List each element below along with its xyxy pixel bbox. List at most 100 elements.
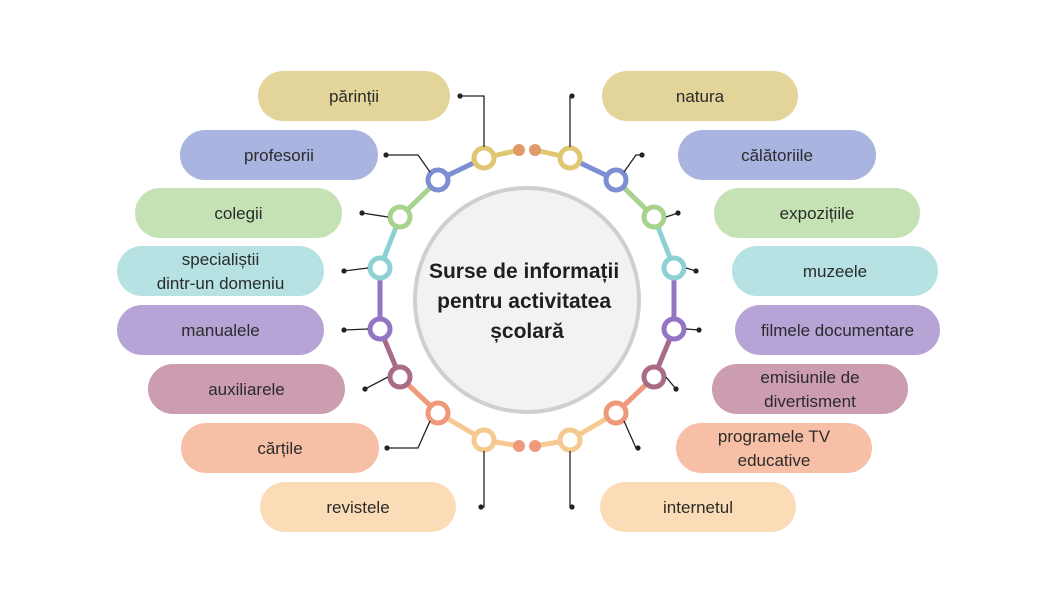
connector-dot bbox=[359, 210, 365, 216]
center-hub: Surse de informații pentru activitatea ș… bbox=[413, 186, 641, 414]
pill-label: expozițiile bbox=[780, 204, 855, 223]
connector-dot bbox=[635, 445, 641, 451]
pill-auxiliarele: auxiliarele bbox=[148, 364, 345, 414]
pill-label: călătoriile bbox=[741, 146, 813, 165]
pill-label-line: expozițiile bbox=[780, 204, 855, 223]
connector-revistele bbox=[481, 451, 485, 508]
pill-label-line: părinții bbox=[329, 87, 379, 106]
ring bbox=[367, 144, 687, 453]
pill-emisiunile: emisiunile de divertisment bbox=[712, 364, 908, 414]
pill-label: filmele documentare bbox=[761, 321, 914, 340]
ring-node bbox=[641, 204, 667, 230]
pill-label-line: auxiliarele bbox=[208, 380, 285, 399]
pill-label-line: internetul bbox=[663, 498, 733, 517]
pill-label-line: profesorii bbox=[244, 146, 314, 165]
connector-dot bbox=[457, 93, 463, 99]
pill-label-line: filmele documentare bbox=[761, 321, 914, 340]
ring-dot bbox=[513, 440, 525, 452]
pill-label-line: revistele bbox=[326, 498, 389, 517]
connector-dot bbox=[569, 504, 575, 510]
connector-calatoriile bbox=[623, 154, 642, 173]
pill-background bbox=[735, 305, 940, 355]
connectors bbox=[341, 93, 702, 510]
center-title: Surse de informații pentru activitatea ș… bbox=[429, 260, 625, 343]
connector-parintii bbox=[460, 95, 485, 147]
connector-internetul bbox=[569, 451, 572, 508]
pill-background bbox=[148, 364, 345, 414]
connector-dot bbox=[383, 152, 389, 158]
pill-manualele: manualele bbox=[117, 305, 324, 355]
ring-node bbox=[603, 400, 629, 426]
ring-node bbox=[641, 364, 667, 390]
pill-background bbox=[117, 246, 324, 296]
pill-label: manualele bbox=[181, 321, 259, 340]
connector-specialistii bbox=[343, 267, 369, 272]
ring-node bbox=[387, 364, 413, 390]
connector-dot bbox=[639, 152, 645, 158]
pill-label-line: educative bbox=[738, 451, 811, 470]
pill-filmele: filmele documentare bbox=[735, 305, 940, 355]
pill-parintii: părinții bbox=[258, 71, 450, 121]
pill-label: muzeele bbox=[803, 262, 867, 281]
pill-background bbox=[600, 482, 796, 532]
pill-label: colegii bbox=[214, 204, 262, 223]
ring-node bbox=[387, 204, 413, 230]
ring-dot bbox=[529, 144, 541, 156]
pill-expozitiile: expozițiile bbox=[714, 188, 920, 238]
pill-background bbox=[260, 482, 456, 532]
pill-background bbox=[180, 130, 378, 180]
pill-label: revistele bbox=[326, 498, 389, 517]
pill-muzeele: muzeele bbox=[732, 246, 938, 296]
ring-node bbox=[557, 427, 583, 453]
connector-dot bbox=[569, 93, 575, 99]
pill-internetul: internetul bbox=[600, 482, 796, 532]
pill-label: profesorii bbox=[244, 146, 314, 165]
ring-node bbox=[603, 167, 629, 193]
connector-dot bbox=[693, 268, 699, 274]
pill-natura: natura bbox=[602, 71, 798, 121]
pill-background bbox=[678, 130, 876, 180]
pill-profesorii: profesorii bbox=[180, 130, 378, 180]
pill-calatoriile: călătoriile bbox=[678, 130, 876, 180]
connector-dot bbox=[478, 504, 484, 510]
pill-cartile: cărțile bbox=[181, 423, 379, 473]
pill-background bbox=[117, 305, 324, 355]
pill-colegii: colegii bbox=[135, 188, 342, 238]
pill-background bbox=[676, 423, 872, 473]
ring-node bbox=[367, 316, 393, 342]
connector-natura bbox=[569, 95, 572, 147]
center-title-line-2: pentru activitatea bbox=[437, 290, 611, 313]
connector-programele bbox=[623, 420, 638, 449]
ring-node bbox=[661, 316, 687, 342]
ring-node bbox=[557, 145, 583, 171]
pill-label-line: emisiunile de bbox=[760, 368, 859, 387]
center-title-line-3: școlară bbox=[490, 320, 564, 343]
connector-auxiliarele bbox=[364, 376, 389, 390]
pill-label: natura bbox=[676, 87, 725, 106]
pill-label-line: divertisment bbox=[764, 392, 856, 411]
ring-node bbox=[661, 255, 687, 281]
pill-background bbox=[258, 71, 450, 121]
ring-dot bbox=[513, 144, 525, 156]
pill-label-line: manualele bbox=[181, 321, 259, 340]
pill-label: părinții bbox=[329, 87, 379, 106]
connector-colegii bbox=[361, 212, 389, 218]
pill-background bbox=[732, 246, 938, 296]
ring-node bbox=[471, 145, 497, 171]
connector-dot bbox=[341, 268, 347, 274]
pill-label: programele TV educative bbox=[718, 427, 831, 470]
pill-revistele: revistele bbox=[260, 482, 456, 532]
pill-label-line: programele TV bbox=[718, 427, 831, 446]
pill-background bbox=[135, 188, 342, 238]
center-title-line-1: Surse de informații bbox=[429, 260, 619, 283]
pill-label-line: natura bbox=[676, 87, 725, 106]
center-circle bbox=[413, 186, 641, 414]
pill-label-line: călătoriile bbox=[741, 146, 813, 165]
pill-label-line: dintr-un domeniu bbox=[157, 274, 285, 293]
pill-label: internetul bbox=[663, 498, 733, 517]
ring-node bbox=[471, 427, 497, 453]
pill-label: auxiliarele bbox=[208, 380, 285, 399]
